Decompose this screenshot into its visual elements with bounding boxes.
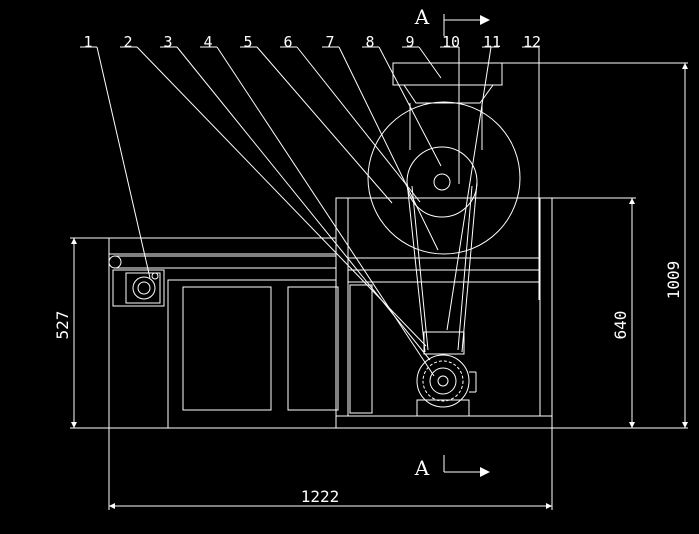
part-number: 10 [442,33,460,51]
dim-arrow [629,198,635,204]
dimension-overall-width: 1222 [301,487,340,506]
conveyor-belt [108,255,336,269]
dim-arrow [71,238,77,244]
part-leader-lines [80,46,540,377]
v-belt-drive [406,146,478,353]
dimension-left-height: 527 [53,311,72,340]
part-number: 11 [483,33,501,51]
dim-arrow [71,422,77,428]
dim-arrow [109,503,115,509]
dimension-overall-height: 1009 [664,261,683,300]
dim-arrow [629,422,635,428]
part-number: 6 [283,33,292,51]
conveyor-drive-roller [112,269,165,307]
section-label-bottom: A [414,456,430,480]
drive-motor [416,331,477,417]
part-number: 7 [325,33,334,51]
section-arrow-top [443,14,480,36]
section-label-top: A [414,5,430,29]
part-number: 4 [203,33,212,51]
part-number: 1 [83,33,92,51]
feed-hopper [392,62,503,150]
part-number: 8 [365,33,374,51]
dim-arrow [682,63,688,69]
dim-arrow [682,422,688,428]
dimension-lines [70,62,688,510]
part-number: 12 [523,33,541,51]
section-arrowhead-top [480,15,490,25]
section-arrow-bottom [443,455,480,473]
part-number: 2 [123,33,132,51]
part-number: 9 [405,33,414,51]
dim-arrow [546,503,552,509]
dimension-frame-height: 640 [611,311,630,340]
conveyor-housing [108,237,339,429]
grinding-disk [367,101,521,255]
section-arrowhead-bottom [480,467,490,477]
part-number: 3 [163,33,172,51]
part-number: 5 [243,33,252,51]
